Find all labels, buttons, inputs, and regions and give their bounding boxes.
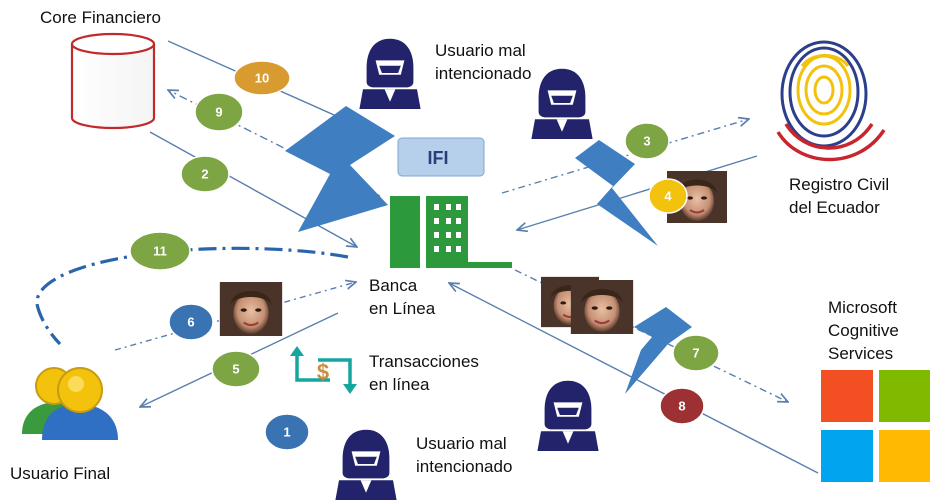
step-badge-5: 5	[211, 350, 261, 388]
banca-label-2: en Línea	[369, 299, 436, 318]
step-badge-label: 10	[255, 71, 269, 86]
microsoft-label-3: Services	[828, 344, 894, 363]
step-badge-label: 6	[187, 315, 194, 330]
hacker-icon	[335, 429, 397, 500]
lightning-icon	[575, 140, 658, 246]
microsoft-label-2: Cognitive	[828, 321, 899, 340]
line-4	[517, 155, 758, 230]
usuario-final-label: Usuario Final	[10, 464, 111, 483]
step-badge-circle	[168, 303, 214, 341]
malicious-user-bottom-label-1: Usuario mal	[416, 434, 507, 453]
line-6	[114, 282, 356, 351]
face-photo-icon	[569, 280, 635, 334]
banca-label-1: Banca	[369, 276, 418, 295]
step-badge-label: 9	[215, 105, 222, 120]
bank-building-icon	[390, 196, 512, 268]
step-badge-10: 10	[233, 60, 291, 96]
step-badge-label: 7	[692, 346, 699, 361]
step-badge-label: 3	[643, 134, 650, 149]
step-badge-label: 4	[664, 189, 672, 204]
line-11-dashed-arc	[35, 246, 349, 346]
step-badges: 1 2 3 4 5 6 7 8 9 10 11	[129, 60, 720, 451]
step-badge-circle	[129, 231, 191, 271]
step-badge-label: 11	[153, 244, 167, 259]
step-badge-label: 5	[232, 362, 239, 377]
transacciones-label-2: en línea	[369, 375, 430, 394]
hacker-icon	[531, 68, 593, 139]
step-badge-11: 11	[129, 231, 191, 271]
step-badge-circle	[672, 334, 720, 372]
step-badge-circle	[194, 92, 244, 132]
step-badge-circle	[233, 60, 291, 96]
face-photo-icon	[219, 282, 283, 336]
ifi-box: IFI	[397, 137, 485, 177]
malicious-user-top-label-2: intencionado	[435, 64, 532, 83]
step-badge-label: 1	[283, 425, 290, 440]
step-badge-circle	[264, 413, 310, 451]
database-icon	[70, 32, 156, 130]
core-financiero-label: Core Financiero	[40, 8, 161, 27]
registro-civil-label-2: del Ecuador	[789, 198, 880, 217]
malicious-user-bottom-label-2: intencionado	[416, 457, 513, 476]
svg-text:$: $	[317, 360, 329, 385]
step-badge-8: 8	[659, 387, 705, 425]
hacker-icon	[537, 380, 599, 451]
lightning-icon	[285, 106, 395, 232]
users-icon	[22, 367, 118, 440]
lightning-icon	[625, 307, 692, 394]
step-badge-circle	[180, 155, 230, 193]
step-badge-9: 9	[194, 92, 244, 132]
money-transfer-icon: $	[290, 346, 357, 394]
hacker-icon	[359, 38, 421, 109]
transacciones-label-1: Transacciones	[369, 352, 479, 371]
ifi-label: IFI	[428, 148, 449, 168]
line-2	[149, 131, 357, 247]
step-badge-7: 7	[672, 334, 720, 372]
fingerprint-flag-icon	[776, 40, 886, 162]
step-badge-circle	[211, 350, 261, 388]
step-badge-3: 3	[624, 122, 670, 160]
microsoft-logo-icon	[821, 370, 930, 482]
step-badge-circle	[659, 387, 705, 425]
malicious-user-top-label-1: Usuario mal	[435, 41, 526, 60]
step-badge-2: 2	[180, 155, 230, 193]
step-badge-label: 2	[201, 167, 208, 182]
step-badge-1: 1	[264, 413, 310, 451]
registro-civil-label-1: Registro Civil	[789, 175, 890, 194]
microsoft-label-1: Microsoft	[828, 298, 897, 317]
step-badge-label: 8	[678, 399, 685, 414]
step-badge-4: 4	[648, 178, 688, 214]
step-badge-circle	[648, 178, 688, 214]
step-badge-6: 6	[168, 303, 214, 341]
step-badge-circle	[624, 122, 670, 160]
